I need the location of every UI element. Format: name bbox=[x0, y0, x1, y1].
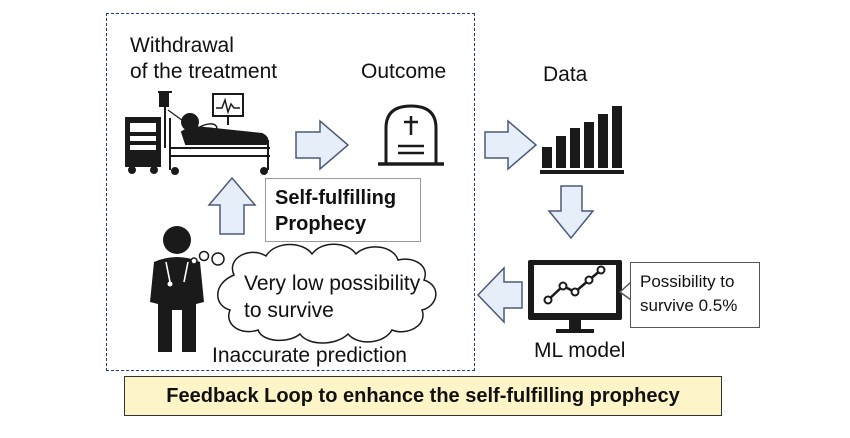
arrow-left-to-doctor bbox=[476, 266, 523, 324]
thought-cloud-text: Very low possibility to survive bbox=[244, 270, 420, 324]
withdrawal-region-box bbox=[106, 13, 475, 371]
flow-arrows bbox=[207, 119, 595, 324]
outcome-label: Outcome bbox=[361, 60, 447, 83]
possibility-line2: survive 0.5% bbox=[640, 296, 738, 315]
thought-cloud-icon bbox=[217, 243, 437, 344]
prophecy-line1: Self-fulfilling bbox=[275, 187, 397, 209]
prophecy-line2: Prophecy bbox=[275, 213, 367, 235]
withdrawal-label-line1: Withdrawal bbox=[130, 34, 234, 57]
hospital-bed-icon bbox=[125, 91, 270, 175]
inaccurate-prediction-label: Inaccurate prediction bbox=[212, 344, 407, 367]
monitor-chart-icon bbox=[528, 260, 622, 333]
possibility-callout-box: Possibility to survive 0.5% bbox=[630, 262, 760, 328]
thought-bubbles bbox=[190, 250, 225, 266]
thought-cloud-line1: Very low possibility bbox=[244, 272, 421, 295]
doctor-icon bbox=[150, 226, 204, 352]
arrow-right-to-outcome bbox=[295, 119, 350, 171]
bar-chart-icon bbox=[540, 106, 624, 174]
possibility-line1: Possibility to bbox=[640, 272, 735, 291]
arrow-down-to-model bbox=[547, 185, 595, 240]
possibility-callout-pointer bbox=[618, 281, 632, 301]
self-fulfilling-prophecy-box: Self-fulfilling Prophecy bbox=[265, 178, 421, 242]
tombstone-icon bbox=[378, 104, 444, 166]
data-label: Data bbox=[543, 63, 588, 86]
arrow-up-to-withdrawal bbox=[207, 176, 257, 235]
feedback-loop-banner: Feedback Loop to enhance the self-fulfil… bbox=[124, 376, 722, 416]
thought-cloud-line2: to survive bbox=[244, 299, 334, 322]
arrow-right-to-data bbox=[484, 119, 538, 171]
withdrawal-label-line2: of the treatment bbox=[130, 60, 278, 83]
ml-model-label: ML model bbox=[534, 339, 626, 362]
